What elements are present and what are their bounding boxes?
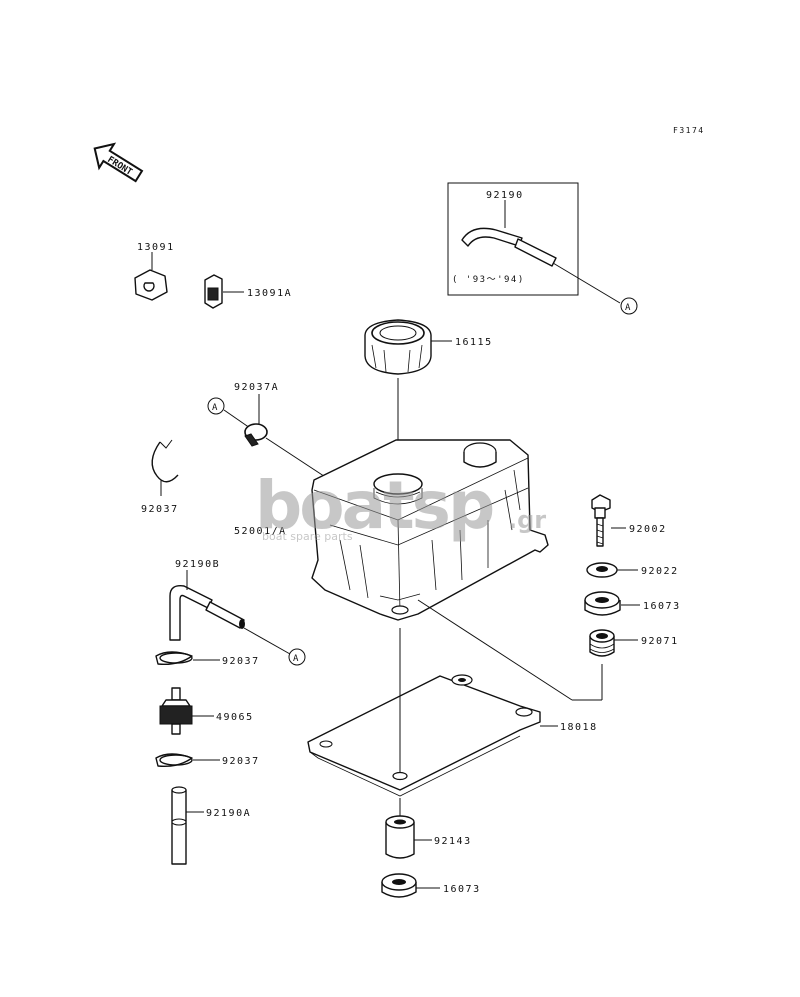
label-16115: 16115	[455, 337, 493, 348]
inset-note: ( '93～'94)	[452, 275, 525, 285]
label-92022: 92022	[641, 566, 679, 577]
label-92037-low: 92037	[222, 756, 260, 767]
label-92037-top: 92037	[141, 504, 179, 515]
filter-49065	[159, 687, 214, 735]
label-92071: 92071	[641, 636, 679, 647]
label-92190A: 92190A	[206, 808, 251, 819]
clamp-92037A	[244, 394, 337, 485]
bracket-18018	[307, 628, 558, 797]
front-arrow-icon: FRONT	[93, 142, 144, 183]
label-92037-mid: 92037	[222, 656, 260, 667]
label-13091A: 13091A	[247, 288, 292, 299]
clip-13091	[134, 252, 168, 301]
clip-13091A	[204, 274, 244, 309]
label-13091: 13091	[137, 242, 175, 253]
svg-text:.gr: .gr	[508, 506, 546, 534]
collar-92143	[385, 798, 432, 859]
label-52001A: 52001/A	[234, 526, 287, 537]
fuel-cap-16115	[364, 319, 452, 478]
svg-text:boat spare parts: boat spare parts	[262, 530, 353, 543]
label-18018: 18018	[560, 722, 598, 733]
label-16073-bottom: 16073	[443, 884, 481, 895]
hose-92190A	[171, 786, 204, 865]
ref-marker-a-top: A	[620, 297, 638, 315]
label-16073-right: 16073	[643, 601, 681, 612]
watermark-logo: boatsp .gr boat spare parts	[255, 467, 546, 544]
label-92037A: 92037A	[234, 382, 279, 393]
label-49065: 49065	[216, 712, 254, 723]
clamp-92037-mid	[155, 651, 220, 666]
washer-92022	[586, 562, 638, 578]
hose-92190B	[169, 570, 291, 655]
label-92190: 92190	[486, 190, 524, 201]
fuel-tank-52001A	[311, 439, 549, 621]
bolt-92002	[591, 494, 626, 547]
label-92190B: 92190B	[175, 559, 220, 570]
label-92002: 92002	[629, 524, 667, 535]
damper-92071	[417, 599, 638, 701]
ref-marker-label: A	[212, 403, 218, 413]
label-92143: 92143	[434, 836, 472, 847]
figure-code: F3174	[673, 126, 705, 135]
ref-marker-label: A	[293, 654, 299, 664]
inset-box	[447, 182, 621, 304]
clamp-92037-top	[151, 439, 179, 496]
clamp-92037-low	[155, 753, 220, 768]
grommet-16073-right	[584, 591, 640, 616]
ref-marker-label: A	[625, 303, 631, 313]
svg-text:boatsp: boatsp	[255, 467, 493, 544]
grommet-16073-bottom	[381, 873, 440, 898]
ref-marker-a-left: A	[207, 397, 251, 429]
ref-marker-a-bottom: A	[288, 648, 306, 666]
